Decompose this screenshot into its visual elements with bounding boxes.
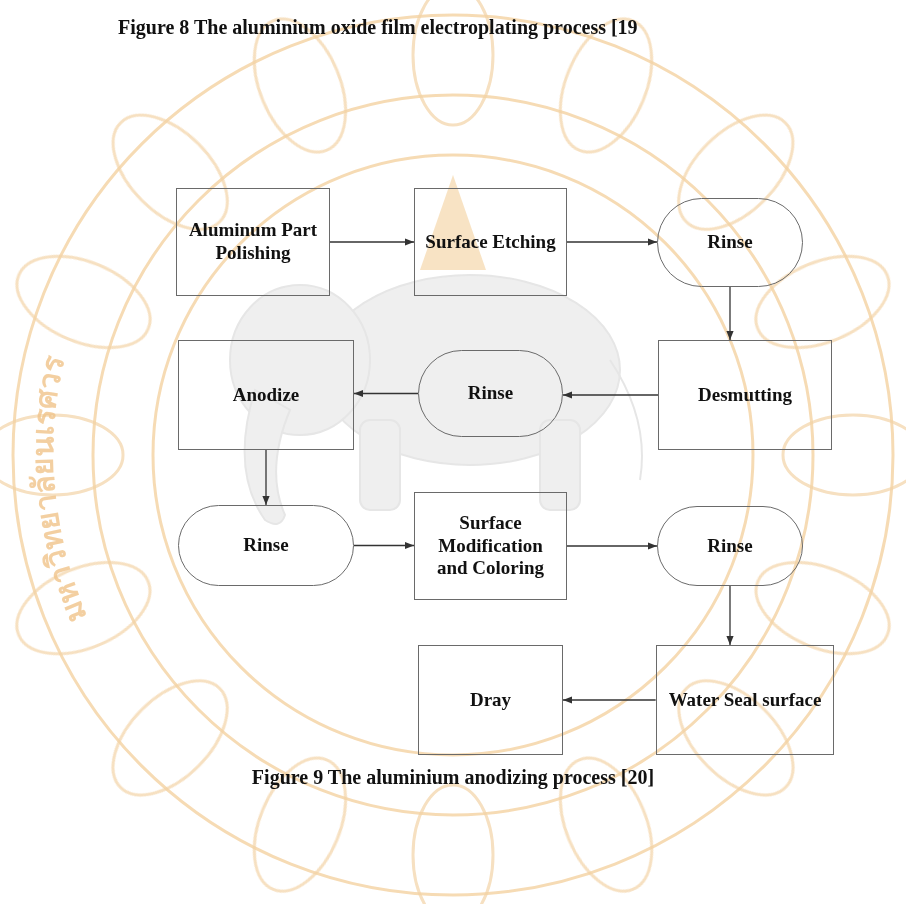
step-label: Desmutting [690,380,800,411]
flow-arrow [729,586,730,645]
rinse-step: Rinse [657,506,803,586]
rinse-step: Rinse [418,350,563,437]
process-box: Dray [418,645,563,755]
process-box: Surface Etching [414,188,567,296]
process-box: Anodize [178,340,354,450]
step-label: Rinse [699,531,760,562]
process-box: Aluminum Part Polishing [176,188,330,296]
process-box: Desmutting [658,340,832,450]
step-label: Rinse [235,530,296,561]
step-label: Rinse [699,227,760,258]
step-label: Surface Etching [417,227,563,258]
process-box: Water Seal surface [656,645,835,755]
rinse-step: Rinse [657,198,803,287]
watermark-text: มหาวิทยาลัยนเรศวร [25,353,94,628]
flow-arrow [563,699,656,700]
step-label: Rinse [460,378,521,409]
flow-arrow [563,394,658,395]
figure-caption-above: Figure 8 The aluminium oxide film electr… [118,16,638,39]
flow-arrow [265,450,266,505]
flow-arrow [729,287,730,340]
flow-arrow [354,393,418,394]
step-label: Dray [462,685,519,716]
flow-arrow [567,545,657,546]
flow-arrow [354,545,414,546]
process-box: Surface Modification and Coloring [414,492,567,600]
flow-arrow [330,241,414,242]
step-label: Aluminum Part Polishing [177,215,329,269]
flow-arrow [567,241,657,242]
watermark-text: มหาวิทยาลัยนเรศวร [25,353,94,628]
seal-crown [420,175,486,270]
figure-caption: Figure 9 The aluminium anodizing process… [252,766,654,789]
step-label: Surface Modification and Coloring [415,508,566,584]
rinse-step: Rinse [178,505,354,586]
step-label: Anodize [225,380,308,411]
step-label: Water Seal surface [661,685,830,716]
